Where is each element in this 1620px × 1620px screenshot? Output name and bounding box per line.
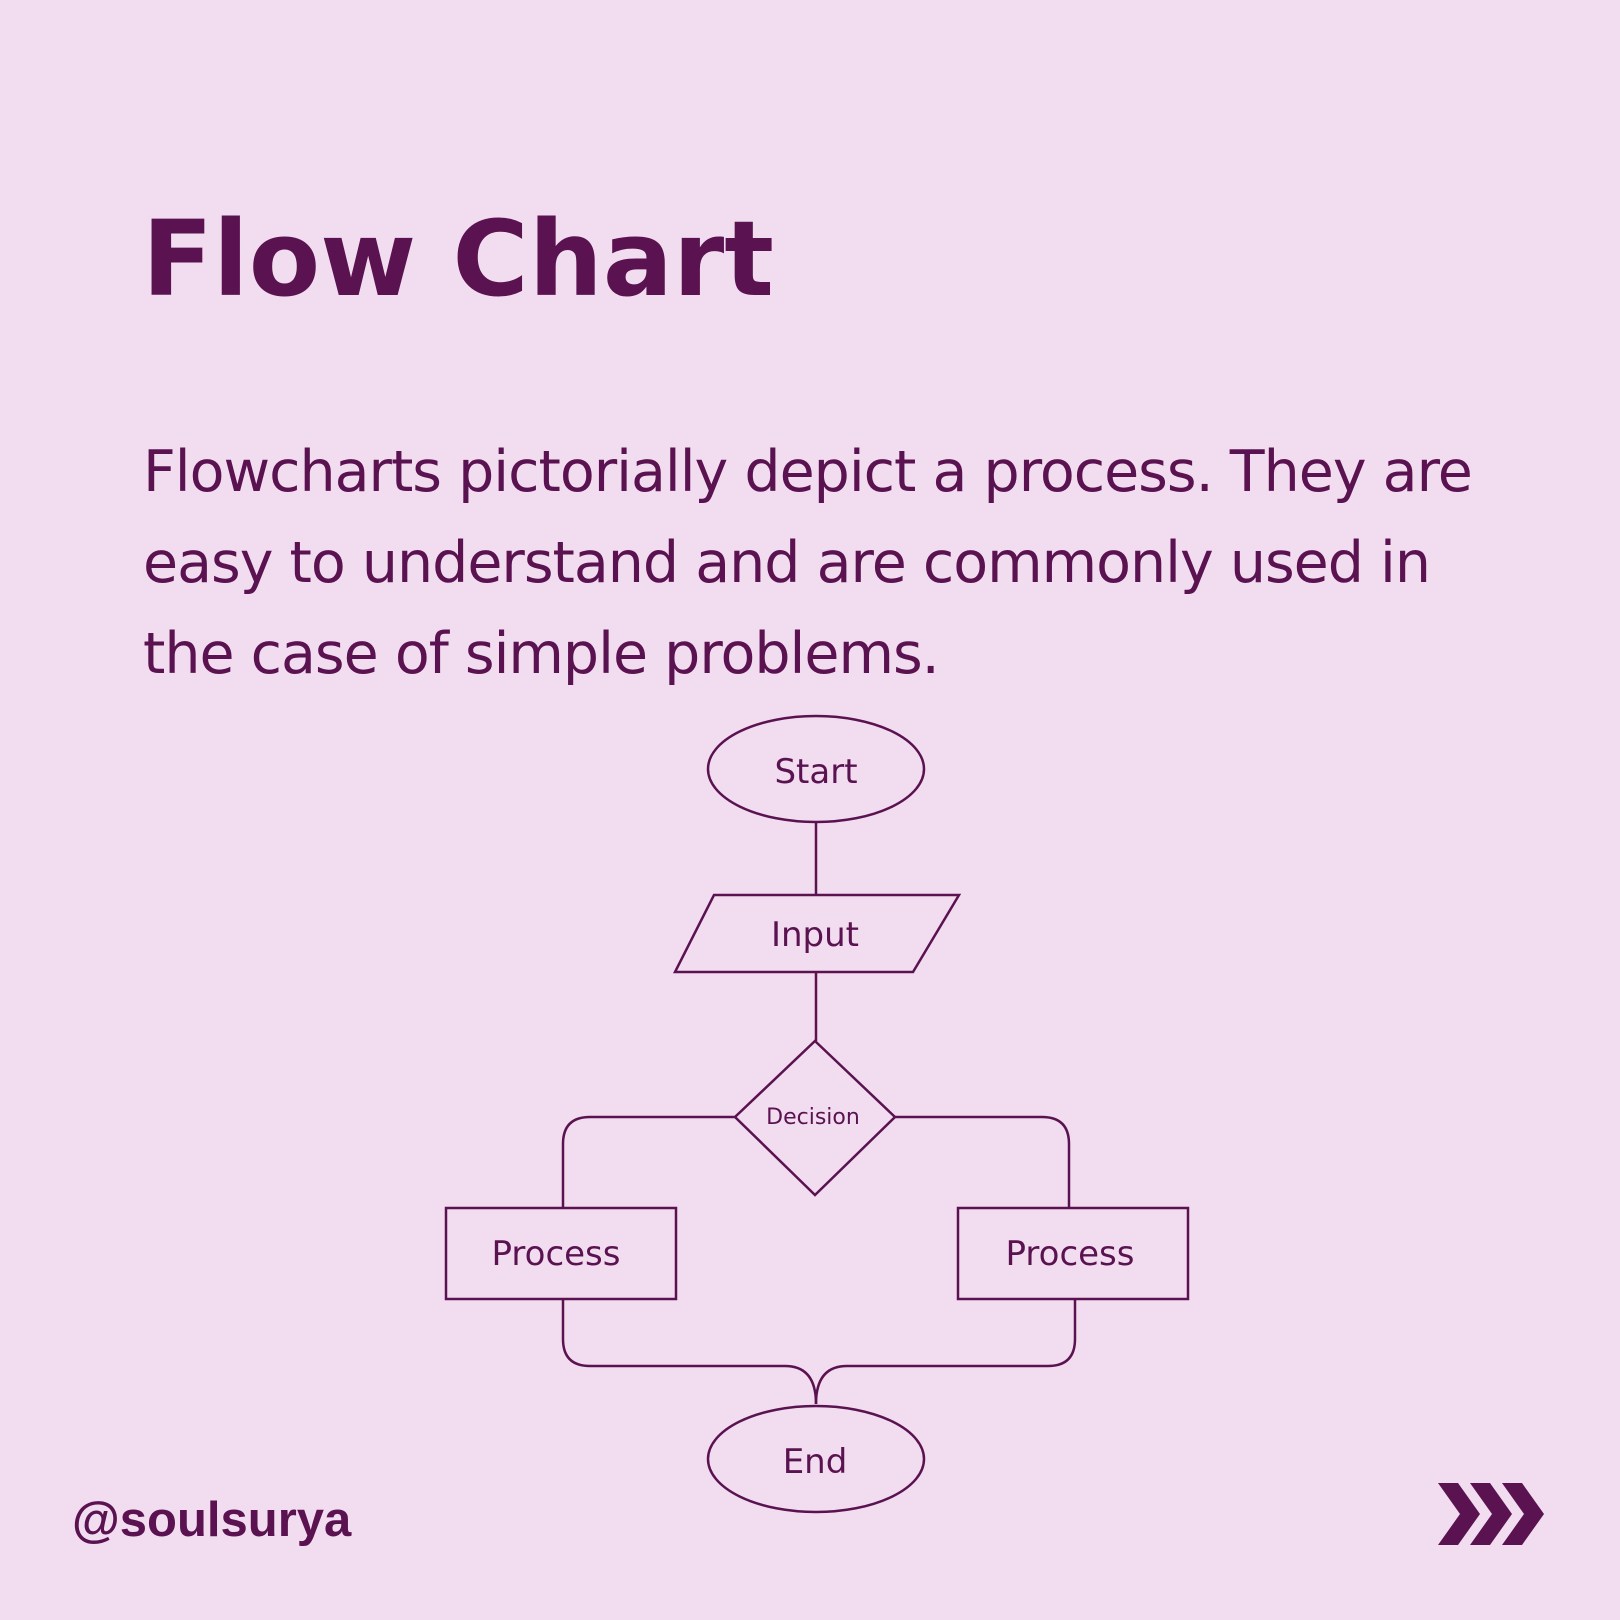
start-label: Start	[774, 752, 857, 792]
input-node: Input	[672, 893, 962, 974]
page-title: Flow Chart	[142, 198, 774, 320]
process-right-node: Process	[956, 1206, 1190, 1301]
author-handle: @soulsurya	[72, 1493, 352, 1547]
triple-chevron-right-icon[interactable]	[1438, 1483, 1544, 1545]
end-label: End	[783, 1442, 848, 1482]
decision-node: Decision	[733, 1039, 897, 1197]
process-left-node: Process	[444, 1206, 678, 1301]
end-node: End	[706, 1404, 926, 1514]
input-label: Input	[771, 915, 859, 955]
decision-label: Decision	[766, 1105, 860, 1130]
start-node: Start	[706, 714, 926, 824]
process-left-label: Process	[492, 1234, 621, 1274]
process-right-label: Process	[1006, 1234, 1135, 1274]
connector-lines	[561, 822, 1077, 1405]
description-text: Flowcharts pictorially depict a process.…	[143, 439, 1473, 687]
